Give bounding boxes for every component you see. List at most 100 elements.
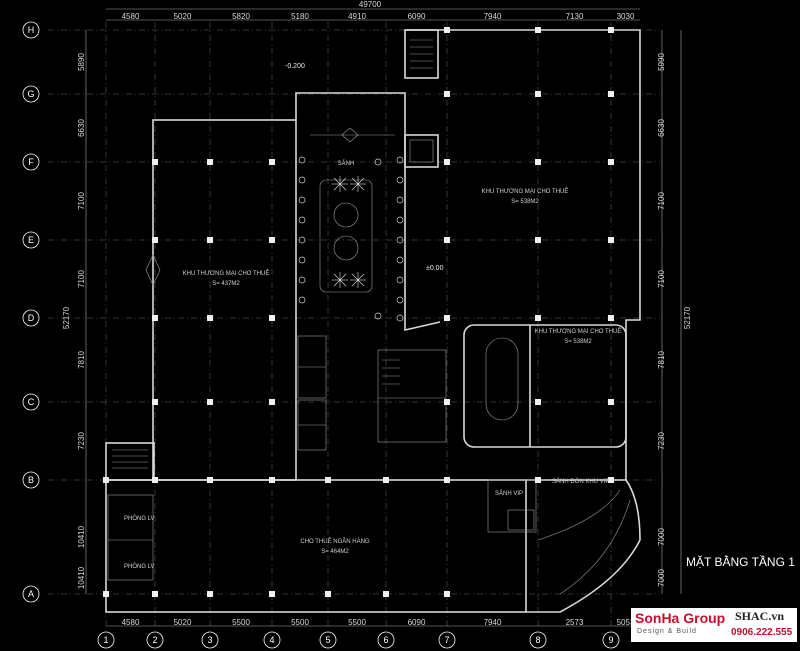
structural-column <box>269 237 275 243</box>
row-axis-label: E <box>28 235 34 245</box>
dimension-label: 5500 <box>232 618 250 627</box>
structural-column <box>207 159 213 165</box>
dimension-label: 7940 <box>484 618 502 627</box>
dimension-label: 5820 <box>232 12 250 21</box>
structural-column <box>207 399 213 405</box>
dimension-label: 6090 <box>408 618 426 627</box>
dimension-label: 7100 <box>77 270 86 288</box>
structural-column <box>444 159 450 165</box>
col-axis-label: 6 <box>383 635 388 645</box>
axis-bubble <box>22 85 40 103</box>
row-axis-label: G <box>27 89 34 99</box>
logo-brand: SonHa Group <box>635 610 726 626</box>
dimension-label: 7230 <box>657 432 666 450</box>
overall-depth-dim-right: 52170 <box>683 306 692 329</box>
dimension-label: 7100 <box>77 192 86 210</box>
label-bank: CHO THUÊ NGÂN HÀNG <box>300 537 370 545</box>
label-retail-mid: KHU THƯƠNG MẠI CHO THUÊ <box>535 327 622 335</box>
label-bank-area: S= 464M2 <box>321 549 349 555</box>
structural-column <box>535 477 541 483</box>
dimension-label: 4580 <box>122 12 140 21</box>
level-mark-main: ±0.00 <box>426 265 444 272</box>
row-axis-label: F <box>28 157 34 167</box>
structural-column <box>207 315 213 321</box>
structural-column <box>444 315 450 321</box>
dimension-label: 5500 <box>348 618 366 627</box>
dimension-label: 5990 <box>657 53 666 71</box>
col-axis-label: 4 <box>269 635 274 645</box>
structural-column <box>444 27 450 33</box>
label-lobby: SẢNH <box>338 160 355 167</box>
structural-column <box>608 315 614 321</box>
structural-column <box>535 237 541 243</box>
label-retail-mid-area: S= 538M2 <box>564 339 592 345</box>
dimension-label: 7810 <box>77 351 86 369</box>
dimension-label: 7000 <box>657 528 666 546</box>
axis-bubble <box>201 631 219 649</box>
structural-column <box>152 477 158 483</box>
axis-bubble <box>22 471 40 489</box>
dimension-label: 3030 <box>617 12 635 21</box>
dimension-label: 7230 <box>77 432 86 450</box>
axis-bubble <box>263 631 281 649</box>
structural-column <box>444 237 450 243</box>
label-office-2: PHÒNG LV <box>124 563 155 570</box>
col-axis-label: 9 <box>608 635 613 645</box>
label-retail-left: KHU THƯƠNG MẠI CHO THUÊ <box>183 269 270 277</box>
structural-column <box>535 315 541 321</box>
structural-column <box>535 399 541 405</box>
axis-bubble <box>602 631 620 649</box>
structural-column <box>207 591 213 597</box>
axis-bubble <box>22 393 40 411</box>
structural-column <box>103 591 109 597</box>
dimension-label: 5500 <box>291 618 309 627</box>
structural-columns <box>103 27 614 597</box>
dimension-label: 5020 <box>174 12 192 21</box>
axis-bubble <box>377 631 395 649</box>
structural-column <box>608 399 614 405</box>
structural-column <box>152 399 158 405</box>
col-axis-label: 3 <box>207 635 212 645</box>
dimension-label: 7810 <box>657 351 666 369</box>
structural-column <box>269 591 275 597</box>
col-axis-label: 8 <box>535 635 540 645</box>
label-retail-right: KHU THƯƠNG MẠI CHO THUÊ <box>482 187 569 195</box>
axis-bubble <box>319 631 337 649</box>
axis-bubble <box>22 585 40 603</box>
logo-phone: 0906.222.555 <box>731 627 793 638</box>
structural-column <box>444 91 450 97</box>
structural-column <box>152 237 158 243</box>
row-axis-label: A <box>28 589 34 599</box>
structural-column <box>269 477 275 483</box>
structural-column <box>383 477 389 483</box>
dimension-label: 6630 <box>77 119 86 137</box>
axis-bubble <box>97 631 115 649</box>
structural-column <box>383 591 389 597</box>
structural-column <box>608 159 614 165</box>
structural-column <box>269 315 275 321</box>
row-axis-label: D <box>28 313 35 323</box>
logo-site: SHAC.vn <box>735 609 785 623</box>
overall-depth-dim-left: 52170 <box>62 306 71 329</box>
structural-column <box>608 91 614 97</box>
building-walls <box>105 29 641 613</box>
col-axis-label: 5 <box>325 635 330 645</box>
dimension-label: 6090 <box>408 12 426 21</box>
structural-column <box>325 591 331 597</box>
dimension-label: 7000 <box>657 569 666 587</box>
logo-tagline: Design & Build <box>637 628 697 635</box>
dimension-label: 7130 <box>566 12 584 21</box>
structural-column <box>608 237 614 243</box>
dimension-label: 7100 <box>657 270 666 288</box>
structural-column <box>152 159 158 165</box>
label-office-1: PHÒNG LV <box>124 515 155 522</box>
structural-column <box>444 477 450 483</box>
structural-column <box>535 27 541 33</box>
row-axis-label: B <box>28 475 34 485</box>
axis-bubble <box>438 631 456 649</box>
